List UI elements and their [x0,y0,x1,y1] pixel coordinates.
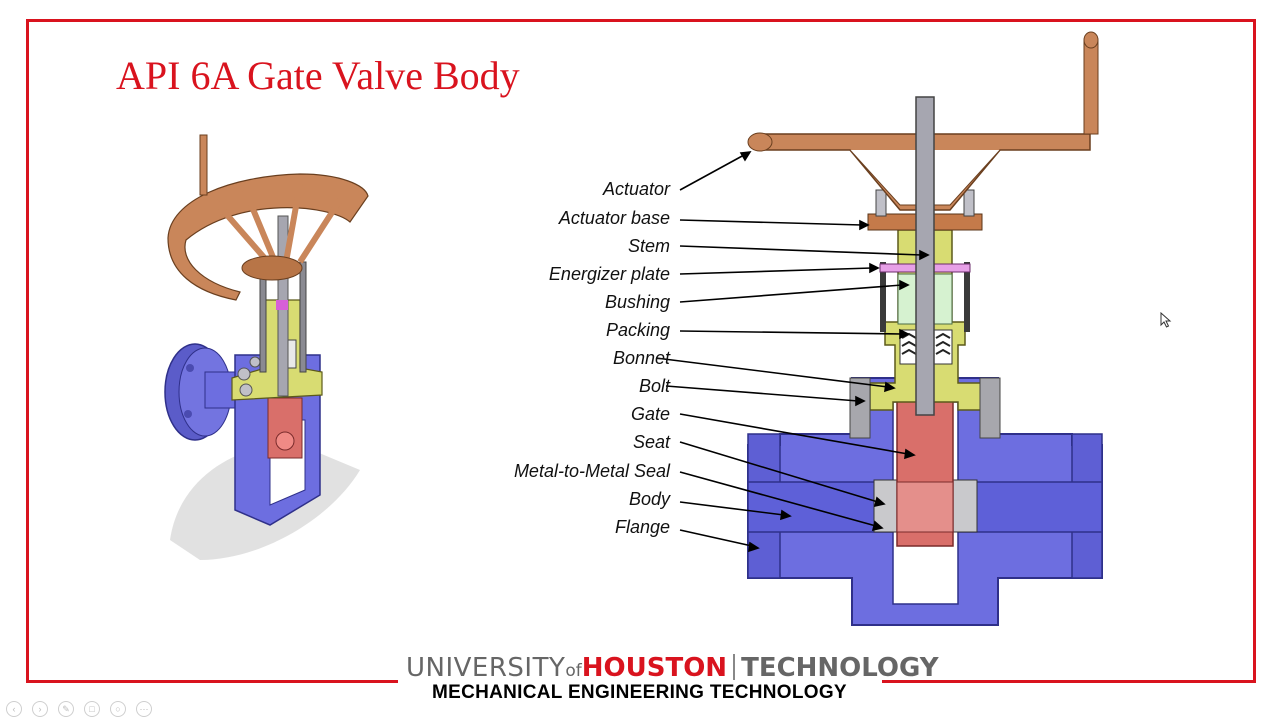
mouse-cursor-icon [1160,312,1172,328]
slide-title: API 6A Gate Valve Body [116,53,520,98]
pen-icon[interactable]: ✎ [58,701,74,717]
zoom-icon[interactable]: ○ [110,701,126,717]
more-icon[interactable]: ⋯ [136,701,152,717]
logo-technology: TECHNOLOGY [741,653,939,683]
label-stem: Stem [627,236,670,256]
part-labels: Actuator Actuator base Stem Energizer pl… [470,176,670,546]
slides-icon[interactable]: □ [84,701,100,717]
label-packing: Packing [605,320,670,340]
label-bushing: Bushing [604,292,670,312]
label-energizer-plate: Energizer plate [548,264,670,284]
label-bolt: Bolt [638,376,670,396]
logo-university: UNIVERSITY [406,653,566,683]
label-metal-seal: Metal-to-Metal Seal [513,461,670,481]
label-bonnet: Bonnet [612,348,670,368]
logo-of: of [565,661,582,681]
logo-divider [733,654,736,680]
label-body: Body [628,489,670,509]
label-flange: Flange [614,517,670,537]
logo-houston: HOUSTON [581,653,728,683]
footer-background [398,652,882,712]
label-actuator: Actuator [602,179,670,199]
presentation-toolbar: ‹ › ✎ □ ○ ⋯ [6,699,162,717]
previous-icon[interactable]: ‹ [6,701,22,717]
label-actuator-base: Actuator base [558,208,670,228]
university-logo: UNIVERSITYofHOUSTON TECHNOLOGY [406,652,939,687]
department-name: MECHANICAL ENGINEERING TECHNOLOGY [432,682,847,703]
label-seat: Seat [632,432,670,452]
label-gate: Gate [630,404,670,424]
next-icon[interactable]: › [32,701,48,717]
